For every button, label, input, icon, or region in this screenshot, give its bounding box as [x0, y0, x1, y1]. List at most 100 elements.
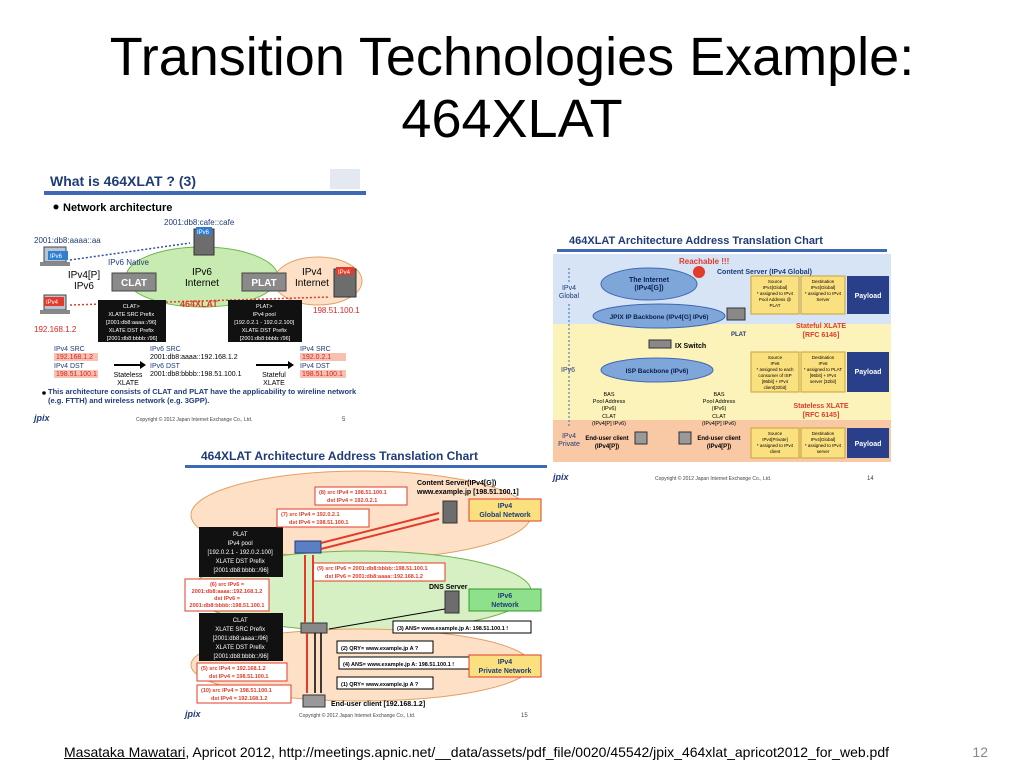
- svg-text:Payload: Payload: [855, 369, 882, 376]
- p1-xlat-label: 464XLAT: [180, 299, 218, 309]
- svg-text:IPv4 SRC: IPv4 SRC: [54, 346, 85, 353]
- p3-content-server: Content Server(IPv4[G])www.example.jp [1…: [416, 480, 519, 496]
- p1-header-mid: IPv6 SRC 2001:db8:aaaa::192.168.1.2 IPv6…: [150, 346, 242, 378]
- svg-text:Payload: Payload: [855, 441, 882, 448]
- p3-ipv4-global-box: [468, 498, 542, 522]
- p2-clat-right: CLAT(IPv4[P] IPv6): [702, 414, 736, 427]
- p1-client-ipv4-tag: IPv4: [46, 300, 59, 306]
- p3-end-user: End-user client [192.168.1.2]: [331, 701, 425, 708]
- p1-plat-node: [241, 272, 287, 292]
- p3-msg2: (2) QRY= www.example.jp A ?: [341, 646, 419, 652]
- p1-clat-info: CLAT> XLATE SRC Prefix [2001:db8:aaaa::/…: [106, 304, 158, 342]
- p1-note: This architecture consists of CLAT and P…: [48, 387, 357, 405]
- p1-title: What is 464XLAT ? (3): [50, 173, 196, 189]
- p1-bullet: Network architecture: [63, 202, 172, 214]
- p3-msg6: (6) src IPv6 =2001:db8:aaaa::192.168.1.2…: [190, 582, 265, 609]
- p2-ix-switch: IX Switch: [675, 343, 706, 350]
- p3-clat-info: CLAT XLATE SRC Prefix [2001:db8:aaaa::/9…: [213, 618, 270, 660]
- p3-msg5-box: [196, 662, 288, 682]
- p2-ipv6: IPv6: [561, 367, 575, 374]
- slide-title-line2: 464XLAT: [401, 89, 623, 149]
- p3-title: 464XLAT Architecture Address Translation…: [201, 449, 478, 463]
- panel-architecture-chart-15: 464XLAT Architecture Address Translation…: [181, 443, 552, 721]
- p3-page: 15: [521, 713, 528, 719]
- p3-copyright: Copyright © 2012 Japan Internet Exchange…: [299, 712, 415, 719]
- p1-ipv4-server-tag: IPv4: [338, 270, 351, 276]
- p3-logo: jpix: [184, 709, 201, 719]
- p3-msg2-box: [336, 640, 434, 654]
- p3-plat-info: PLAT IPv4 pool [192.0.2.1 - 192.0.2.100]…: [207, 532, 274, 574]
- p2-internet-cloud: [600, 267, 698, 301]
- p1-page: 5: [342, 417, 346, 423]
- p2-jpix-cloud: [592, 303, 726, 329]
- footer-author-link[interactable]: Masataka Mawatari: [64, 744, 186, 760]
- p1-logo: jpix: [33, 413, 50, 423]
- p2-reachable: Reachable !!!: [679, 257, 729, 266]
- p3-clat-info-box: [199, 613, 283, 661]
- p1-ipv6-server-tag: IPv6: [197, 230, 210, 236]
- p2-stateful: Stateful XLATE[RFC 6146]: [796, 323, 846, 339]
- p3-msg6-box: [184, 578, 270, 612]
- p1-ipv4p-ipv6: IPv4[P]IPv6: [68, 270, 100, 292]
- svg-text:192.168.1.2: 192.168.1.2: [56, 354, 93, 361]
- svg-text:2001:db8:aaaa::192.168.1.2: 2001:db8:aaaa::192.168.1.2: [150, 354, 238, 361]
- page-number: 12: [972, 744, 988, 760]
- p1-ipv6-addr: 2001:db8:cafe::cafe: [164, 218, 235, 227]
- p3-ipv6-net-box: [468, 588, 542, 612]
- svg-text:192.0.2.1: 192.0.2.1: [302, 354, 331, 361]
- p3-ipv4-private-box: [468, 654, 542, 678]
- svg-text:IPv6 SRC: IPv6 SRC: [150, 346, 181, 353]
- p3-msg9: (9) src IPv6 = 2001:db8:bbbb::198.51.100…: [317, 566, 428, 580]
- p2-title: 464XLAT Architecture Address Translation…: [569, 235, 823, 247]
- svg-text:Payload: Payload: [855, 293, 882, 300]
- p3-dns-server-icon: [444, 590, 460, 614]
- footer-citation: , Apricot 2012, http://meetings.apnic.ne…: [185, 744, 889, 760]
- p1-client-ipv4-addr: 192.168.1.2: [34, 325, 77, 334]
- svg-text:2001:db8:bbbb::198.51.100.1: 2001:db8:bbbb::198.51.100.1: [150, 371, 242, 378]
- p2-pc-icon-right: [678, 431, 692, 445]
- p2-logo: jpix: [552, 472, 569, 482]
- p2-plat: PLAT: [731, 332, 747, 338]
- p3-end-user-pc-icon: [302, 694, 326, 708]
- p1-clat-info-box: [98, 300, 166, 342]
- p2-jpix-backbone: JPIX IP Backbone (IPv4[G] IPv6): [610, 314, 709, 321]
- p2-copyright: Copyright © 2012 Japan Internet Exchange…: [655, 475, 771, 482]
- p3-msg4: (4) ANS= www.example.jp A: 198.51.100.1 …: [343, 662, 454, 668]
- p1-plat-label: PLAT: [251, 278, 276, 289]
- svg-text:198.51.100.1: 198.51.100.1: [302, 371, 343, 378]
- p3-msg7-box: [276, 508, 370, 528]
- p1-client-ipv6-tag: IPv6: [50, 254, 63, 260]
- svg-text:IPv6 DST: IPv6 DST: [150, 363, 181, 370]
- p1-header-left: IPv4 SRC 192.168.1.2 IPv4 DST 198.51.100…: [54, 346, 98, 378]
- svg-text:IPv4 SRC: IPv4 SRC: [300, 346, 331, 353]
- p2-isp-backbone: ISP Backbone (IPv6): [626, 368, 689, 375]
- p3-dns-server: DNS Server: [429, 584, 468, 591]
- p1-client-addr: 2001:db8:aaaa::aa: [34, 236, 101, 245]
- p2-page: 14: [867, 476, 874, 482]
- p2-plat-icon: [726, 307, 746, 321]
- p1-ipv6-native: IPv6 Native: [108, 258, 149, 267]
- svg-text:IPv4 DST: IPv4 DST: [300, 363, 331, 370]
- p3-content-server-icon: [442, 500, 458, 524]
- p2-end-user-right: End-user client(IPv4[P]): [697, 436, 740, 450]
